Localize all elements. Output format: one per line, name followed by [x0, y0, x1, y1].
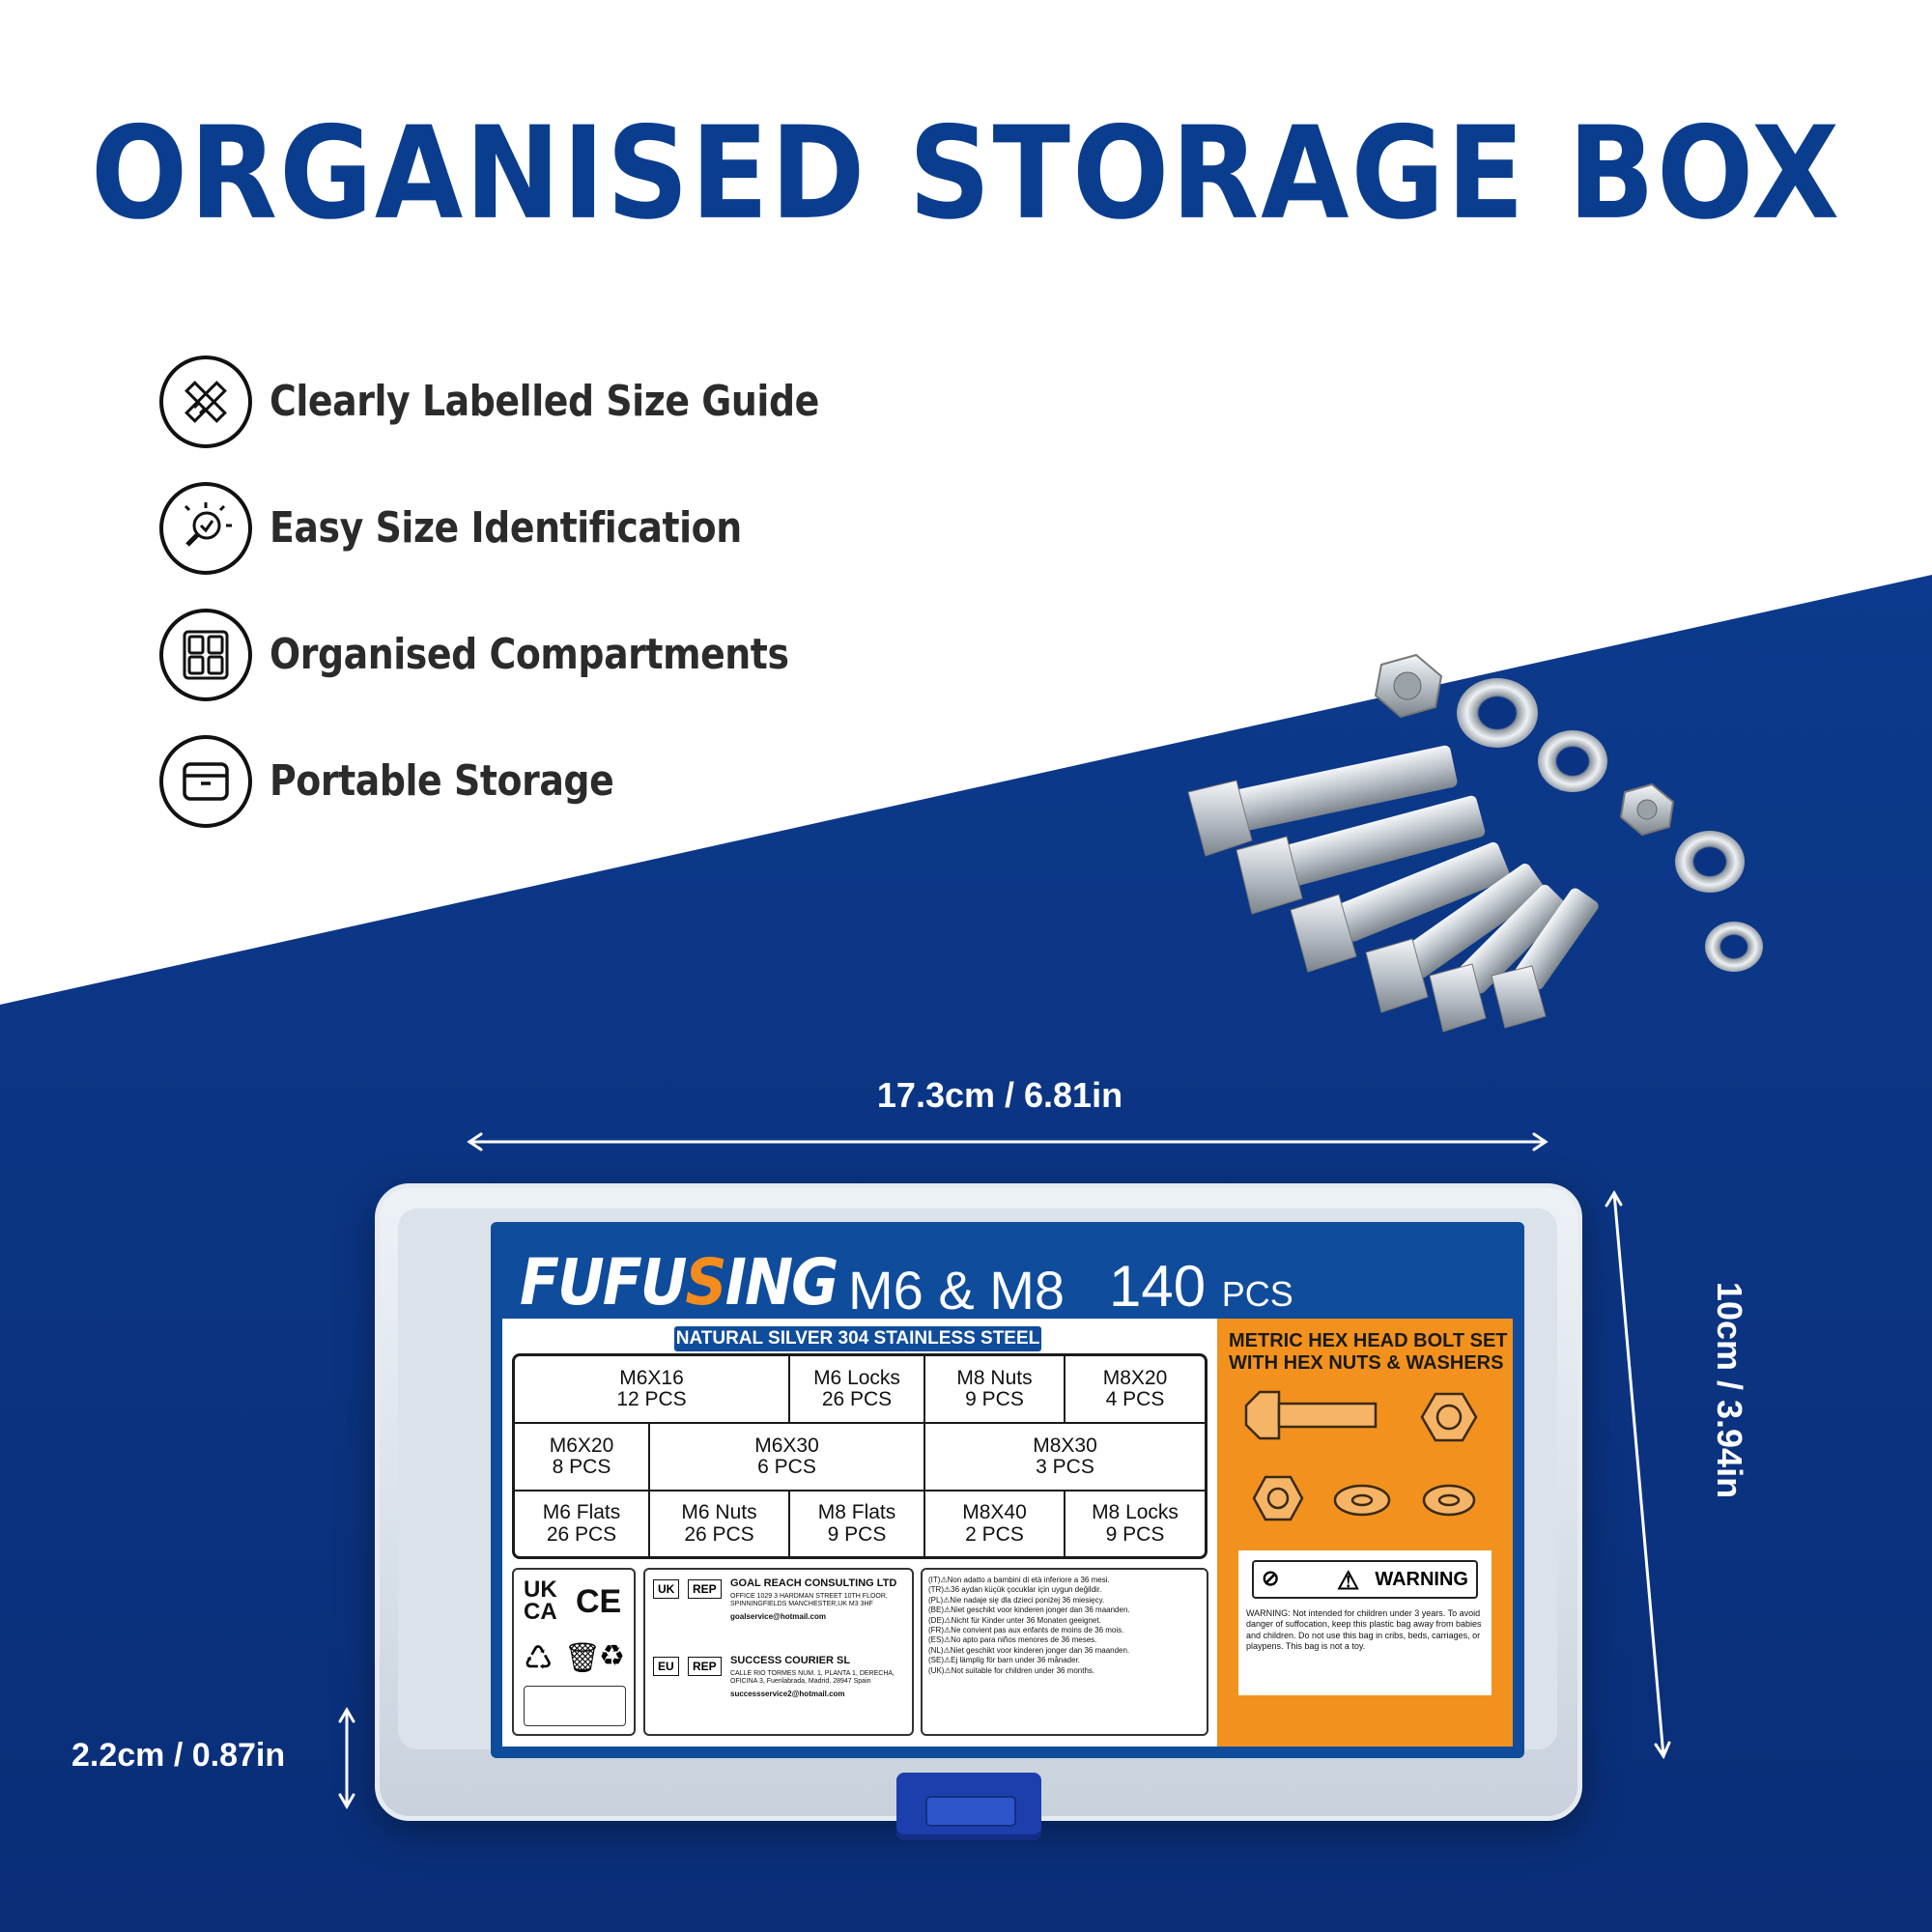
language-line: (FR)⚠Ne convient pas aux enfants de moin…	[928, 1625, 1124, 1634]
hardware-illustration	[1187, 653, 1763, 1033]
warning-text: WARNING: Not intended for children under…	[1246, 1608, 1482, 1651]
page-title: ORGANISED STORAGE BOX	[90, 98, 1842, 248]
language-line: (PL)⚠Nie nadaje się dla dzieci poniżej 3…	[928, 1595, 1105, 1605]
sorting-icon	[524, 1686, 626, 1726]
feature-list: Clearly Labelled Size Guide Easy Size Id…	[159, 353, 908, 859]
lock-washer-large	[1538, 730, 1607, 792]
bolt-3	[1290, 841, 1510, 973]
bolt-6	[1491, 888, 1599, 1029]
label-orange-panel: METRIC HEX HEAD BOLT SET WITH HEX NUTS &…	[1217, 1319, 1513, 1747]
bolt-2	[1236, 795, 1486, 915]
language-line: (BE)⚠Niet geschikt voor kinderen jonger …	[928, 1605, 1130, 1615]
feature-item: Organised Compartments	[159, 606, 908, 703]
uk-rep-tag: UK	[653, 1579, 680, 1599]
product-label: FUFUSING M6 & M8 140 PCS METRIC HEX HEAD…	[491, 1222, 1524, 1758]
feature-label: Portable Storage	[270, 756, 614, 806]
feature-item: Easy Size Identification	[159, 479, 908, 577]
eu-rep-email: successservice2@hotmail.com	[730, 1690, 845, 1698]
feature-item: Portable Storage	[159, 732, 908, 830]
language-line: (UK)⚠Not suitable for children under 36 …	[928, 1665, 1095, 1675]
piece-count: 140 PCS	[1109, 1254, 1293, 1319]
uk-rep-name: GOAL REACH CONSULTING LTD	[730, 1577, 897, 1589]
bolt-5	[1429, 884, 1568, 1033]
box-latch[interactable]	[896, 1773, 1041, 1840]
feature-label: Clearly Labelled Size Guide	[270, 377, 819, 426]
magnifier-check-icon	[159, 481, 252, 575]
depth-dimension: 2.2cm / 0.87in	[71, 1737, 286, 1774]
ruler-pencil-icon	[159, 355, 252, 448]
eu-rep-tag-2: REP	[688, 1657, 722, 1676]
bolt-1	[1187, 745, 1458, 857]
brand-logo: FUFUSING	[520, 1245, 838, 1321]
bolt-4	[1365, 864, 1546, 1013]
warning-header: ⚠ ⊘ WARNING	[1252, 1560, 1478, 1599]
bin-icon: 🗑	[564, 1642, 602, 1674]
flat-washer-large	[1457, 678, 1538, 748]
warning-box: ⚠ ⊘ WARNING WARNING: Not intended for ch…	[1238, 1550, 1492, 1695]
recycle-symbol-icon: ♻	[599, 1640, 625, 1672]
compartments-icon	[159, 608, 252, 701]
language-line: (IT)⚠Non adatto a bambini di età inferio…	[928, 1576, 1110, 1584]
no-children-icon: ⊘	[1262, 1566, 1280, 1590]
ce-mark: CE	[576, 1583, 622, 1620]
language-warnings: (IT)⚠Non adatto a bambini di età inferio…	[921, 1568, 1208, 1736]
model-text: M6 & M8	[848, 1260, 1065, 1321]
uk-rep-tag-2: REP	[688, 1579, 722, 1599]
uk-rep-address: OFFICE 1029 3 HARDMAN STREET 10TH FLOOR,…	[730, 1593, 888, 1608]
hardware-icons	[1244, 1390, 1478, 1521]
lock-washer-small	[1705, 922, 1763, 972]
product-title: METRIC HEX HEAD BOLT SET WITH HEX NUTS &…	[1229, 1330, 1508, 1374]
flat-washer-small	[1675, 831, 1745, 893]
feature-item: Clearly Labelled Size Guide	[159, 353, 908, 450]
eu-rep-name: SUCCESS COURIER SL	[730, 1655, 851, 1666]
material-tag: NATURAL SILVER 304 STAINLESS STEEL	[674, 1326, 1041, 1351]
latch-slot	[925, 1796, 1016, 1827]
recycling-icon: ♺	[524, 1640, 554, 1677]
storage-box-icon	[159, 734, 252, 828]
language-line: (DE)⚠Nicht für Kinder unter 36 Monaten g…	[928, 1615, 1101, 1625]
language-line: (ES)⚠No apto para niños menores de 36 me…	[928, 1635, 1097, 1645]
language-line: (SE)⚠Ej lämplig för barn under 36 månade…	[928, 1656, 1081, 1665]
feature-label: Easy Size Identification	[270, 503, 742, 553]
language-line: (NL)⚠Niet geschikt voor kinderen jonger …	[928, 1645, 1130, 1655]
warning-triangle-icon: ⚠	[1337, 1566, 1360, 1595]
uk-rep-email: goalservice@hotmail.com	[730, 1612, 826, 1621]
eu-rep-address: CALLE RIO TORMES NUM. 1, PLANTA 1, DEREC…	[730, 1670, 895, 1686]
feature-label: Organised Compartments	[270, 630, 789, 679]
width-dimension: 17.3cm / 6.81in	[876, 1075, 1123, 1115]
language-line: (TR)⚠36 aydan küçük çocuklar için uygun …	[928, 1585, 1102, 1595]
height-dimension: 10cm / 3.94in	[1710, 1281, 1749, 1499]
representative-info: UK REP GOAL REACH CONSULTING LTD OFFICE …	[643, 1568, 914, 1736]
storage-box: FUFUSING M6 & M8 140 PCS METRIC HEX HEAD…	[375, 1183, 1582, 1840]
eu-rep-tag: EU	[653, 1657, 679, 1676]
